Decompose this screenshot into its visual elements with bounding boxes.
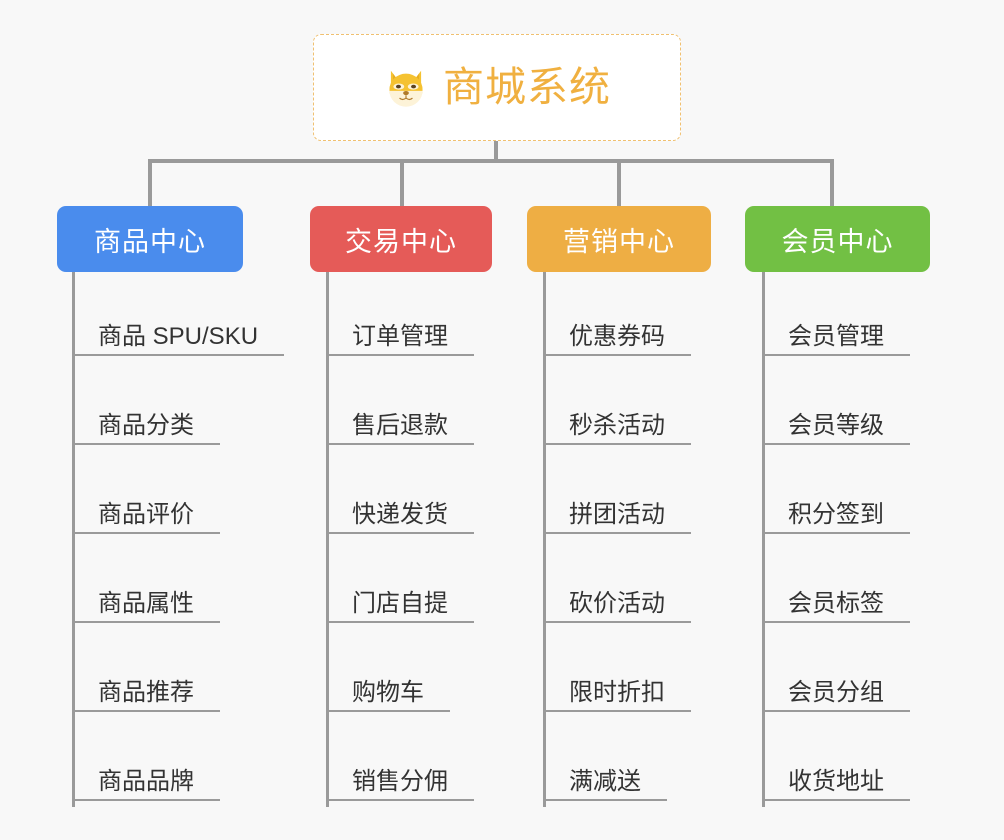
category-label-1: 商品中心 xyxy=(94,226,206,257)
leaf-label: 拼团活动 xyxy=(569,501,691,534)
leaf-underline xyxy=(543,443,569,445)
leaf-label: 商品推荐 xyxy=(98,679,220,712)
leaf-label: 商品评价 xyxy=(98,501,220,534)
leaf-label: 砍价活动 xyxy=(569,590,691,623)
leaf-underline xyxy=(543,710,569,712)
leaf-item[interactable]: 订单管理 xyxy=(326,272,474,361)
leaf-underline xyxy=(762,354,788,356)
leaf-item[interactable]: 优惠券码 xyxy=(543,272,691,361)
category-box-4[interactable]: 会员中心 xyxy=(745,206,930,272)
leaf-label: 会员管理 xyxy=(788,323,910,356)
category-label-3: 营销中心 xyxy=(563,226,675,257)
leaf-label: 会员分组 xyxy=(788,679,910,712)
leaf-column-2: 订单管理 售后退款 快递发货 门店自提 购物车 销售分佣 xyxy=(326,272,474,807)
leaf-underline xyxy=(72,621,98,623)
connector-drop-category-3 xyxy=(617,159,621,207)
leaf-item[interactable]: 快递发货 xyxy=(326,450,474,539)
leaf-underline xyxy=(72,443,98,445)
leaf-item[interactable]: 商品属性 xyxy=(72,539,284,628)
leaf-label: 商品 SPU/SKU xyxy=(98,323,285,356)
leaf-item[interactable]: 限时折扣 xyxy=(543,628,691,717)
leaf-item[interactable]: 商品分类 xyxy=(72,361,284,450)
connector-root-stem xyxy=(494,141,498,163)
leaf-column-4: 会员管理 会员等级 积分签到 会员标签 会员分组 收货地址 xyxy=(762,272,910,807)
leaf-underline xyxy=(326,710,352,712)
leaf-spine-1 xyxy=(72,272,75,807)
leaf-item[interactable]: 商品 SPU/SKU xyxy=(72,272,285,361)
leaf-underline xyxy=(72,799,98,801)
leaf-underline xyxy=(326,354,352,356)
category-label-4: 会员中心 xyxy=(781,226,894,257)
leaf-underline xyxy=(72,710,98,712)
leaf-label: 快递发货 xyxy=(352,501,474,534)
category-box-3[interactable]: 营销中心 xyxy=(527,206,711,272)
leaf-item[interactable]: 会员等级 xyxy=(762,361,910,450)
leaf-underline xyxy=(326,443,352,445)
leaf-underline xyxy=(326,799,352,801)
leaf-underline xyxy=(326,621,352,623)
leaf-underline xyxy=(762,710,788,712)
root-node-label: 商城系统 xyxy=(443,64,611,110)
leaf-underline xyxy=(72,532,98,534)
leaf-item[interactable]: 商品推荐 xyxy=(72,628,284,717)
leaf-item[interactable]: 商品品牌 xyxy=(72,717,284,806)
leaf-spine-4 xyxy=(762,272,765,807)
leaf-underline xyxy=(762,799,788,801)
connector-drop-category-2 xyxy=(400,159,404,207)
leaf-underline xyxy=(326,532,352,534)
leaf-item[interactable]: 拼团活动 xyxy=(543,450,691,539)
category-box-2[interactable]: 交易中心 xyxy=(310,206,492,272)
leaf-label: 购物车 xyxy=(352,679,450,712)
leaf-underline xyxy=(543,354,569,356)
leaf-label: 收货地址 xyxy=(788,768,910,801)
leaf-column-1: 商品 SPU/SKU 商品分类 商品评价 商品属性 商品推荐 商品品牌 xyxy=(72,272,285,807)
root-node-shop-system[interactable]: 商城系统 xyxy=(313,34,681,141)
connector-horizontal-bus xyxy=(148,159,834,163)
leaf-underline xyxy=(543,532,569,534)
leaf-underline xyxy=(543,799,569,801)
category-box-1[interactable]: 商品中心 xyxy=(57,206,243,272)
leaf-label: 商品属性 xyxy=(98,590,220,623)
leaf-label: 售后退款 xyxy=(352,412,474,445)
connector-drop-category-1 xyxy=(148,159,152,207)
leaf-item[interactable]: 会员管理 xyxy=(762,272,910,361)
leaf-column-3: 优惠券码 秒杀活动 拼团活动 砍价活动 限时折扣 满减送 xyxy=(543,272,691,807)
leaf-label: 订单管理 xyxy=(352,323,474,356)
category-label-2: 交易中心 xyxy=(345,226,457,257)
leaf-label: 销售分佣 xyxy=(352,768,474,801)
leaf-item[interactable]: 积分签到 xyxy=(762,450,910,539)
leaf-item[interactable]: 销售分佣 xyxy=(326,717,474,806)
leaf-label: 优惠券码 xyxy=(569,323,691,356)
leaf-item[interactable]: 门店自提 xyxy=(326,539,474,628)
leaf-item[interactable]: 砍价活动 xyxy=(543,539,691,628)
leaf-item[interactable]: 收货地址 xyxy=(762,717,910,806)
leaf-label: 秒杀活动 xyxy=(569,412,691,445)
leaf-underline xyxy=(762,532,788,534)
leaf-label: 商品品牌 xyxy=(98,768,220,801)
connector-drop-category-4 xyxy=(830,159,834,207)
leaf-underline xyxy=(762,443,788,445)
leaf-item[interactable]: 会员标签 xyxy=(762,539,910,628)
leaf-label: 积分签到 xyxy=(788,501,910,534)
leaf-label: 门店自提 xyxy=(352,590,474,623)
leaf-underline xyxy=(762,621,788,623)
leaf-underline xyxy=(543,621,569,623)
leaf-spine-3 xyxy=(543,272,546,807)
shiba-dog-face-icon xyxy=(389,70,423,107)
leaf-item[interactable]: 会员分组 xyxy=(762,628,910,717)
leaf-item[interactable]: 秒杀活动 xyxy=(543,361,691,450)
leaf-label: 满减送 xyxy=(569,768,667,801)
leaf-item[interactable]: 满减送 xyxy=(543,717,691,806)
leaf-label: 会员等级 xyxy=(788,412,910,445)
leaf-item[interactable]: 商品评价 xyxy=(72,450,284,539)
leaf-label: 限时折扣 xyxy=(569,679,691,712)
leaf-spine-2 xyxy=(326,272,329,807)
leaf-label: 会员标签 xyxy=(788,590,910,623)
leaf-underline xyxy=(72,354,98,356)
leaf-item[interactable]: 售后退款 xyxy=(326,361,474,450)
leaf-label: 商品分类 xyxy=(98,412,220,445)
leaf-item[interactable]: 购物车 xyxy=(326,628,474,717)
